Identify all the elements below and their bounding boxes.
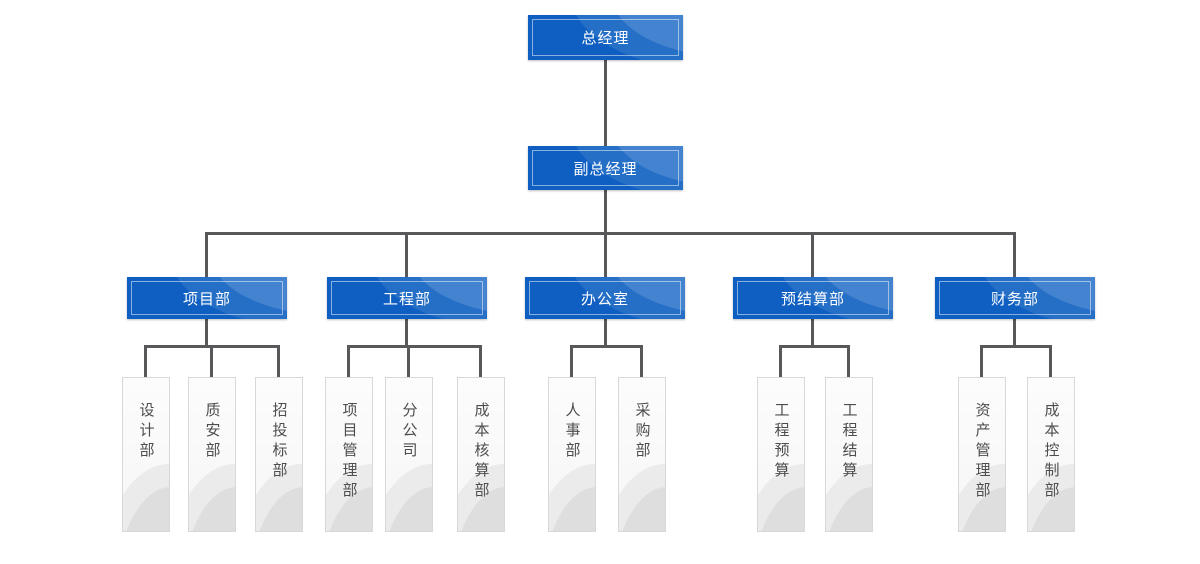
- connector-stub: [604, 319, 607, 348]
- node-label: 预结算部: [780, 290, 845, 308]
- leaf-engineering-settlement: 工程结算: [825, 377, 873, 532]
- connector-drop-leaf: [210, 345, 213, 377]
- connector-drop-dept: [405, 232, 408, 277]
- leaf-label: 工程结算: [840, 402, 858, 482]
- connector-deputy-rail: [604, 190, 607, 233]
- connector-stub: [811, 319, 814, 348]
- connector-root-deputy: [604, 60, 607, 147]
- leaf-cost-accounting-dept: 成本核算部: [457, 377, 505, 532]
- leaf-label: 采购部: [633, 402, 651, 462]
- node-label: 办公室: [580, 290, 629, 308]
- leaf-project-management-dept: 项目管理部: [325, 377, 373, 532]
- leaf-quality-safety-dept: 质安部: [188, 377, 236, 532]
- node-label: 副总经理: [573, 160, 638, 178]
- connector-drop-leaf: [347, 345, 350, 377]
- connector-drop-leaf: [847, 345, 850, 377]
- connector-stub: [405, 319, 408, 348]
- leaf-bidding-dept: 招投标部: [255, 377, 303, 532]
- leaf-label: 成本核算部: [472, 402, 490, 502]
- leaf-engineering-budget: 工程预算: [757, 377, 805, 532]
- connector-drop-leaf: [407, 345, 410, 377]
- leaf-label: 项目管理部: [340, 402, 358, 502]
- leaf-label: 人事部: [563, 402, 581, 462]
- dept-engineering: 工程部: [327, 277, 487, 319]
- dept-budget-settlement: 预结算部: [733, 277, 893, 319]
- connector-drop-leaf: [144, 345, 147, 377]
- node-deputy-general-manager: 副总经理: [528, 146, 683, 190]
- node-label: 工程部: [382, 290, 431, 308]
- node-label: 财务部: [990, 290, 1039, 308]
- leaf-cost-control-dept: 成本控制部: [1027, 377, 1075, 532]
- connector-drop-leaf: [1049, 345, 1052, 377]
- connector-drop-dept: [205, 232, 208, 277]
- connector-stub: [205, 319, 208, 348]
- connector-drop-leaf: [479, 345, 482, 377]
- leaf-asset-management-dept: 资产管理部: [958, 377, 1006, 532]
- leaf-label: 分公司: [400, 402, 418, 462]
- leaf-branch-company: 分公司: [385, 377, 433, 532]
- connector-drop-leaf: [277, 345, 280, 377]
- leaf-hr-dept: 人事部: [548, 377, 596, 532]
- node-label: 总经理: [581, 30, 630, 47]
- leaf-design-dept: 设计部: [122, 377, 170, 532]
- connector-drop-dept: [811, 232, 814, 277]
- connector-group-rail: [347, 345, 482, 348]
- leaf-label: 质安部: [203, 402, 221, 462]
- leaf-label: 成本控制部: [1042, 402, 1060, 502]
- leaf-label: 设计部: [137, 402, 155, 462]
- connector-group-rail: [779, 345, 850, 348]
- connector-main-rail: [205, 232, 1016, 235]
- connector-group-rail: [980, 345, 1052, 348]
- connector-drop-leaf: [570, 345, 573, 377]
- connector-drop-leaf: [640, 345, 643, 377]
- dept-finance: 财务部: [935, 277, 1095, 319]
- leaf-purchasing-dept: 采购部: [618, 377, 666, 532]
- connector-drop-dept: [604, 232, 607, 277]
- leaf-label: 工程预算: [772, 402, 790, 482]
- connector-drop-dept: [1013, 232, 1016, 277]
- connector-drop-leaf: [980, 345, 983, 377]
- node-label: 项目部: [182, 290, 231, 308]
- dept-office: 办公室: [525, 277, 685, 319]
- connector-drop-leaf: [779, 345, 782, 377]
- leaf-label: 资产管理部: [973, 402, 991, 502]
- leaf-label: 招投标部: [270, 402, 288, 482]
- connector-group-rail: [570, 345, 643, 348]
- node-general-manager: 总经理: [528, 15, 683, 60]
- dept-project: 项目部: [127, 277, 287, 319]
- connector-stub: [1013, 319, 1016, 348]
